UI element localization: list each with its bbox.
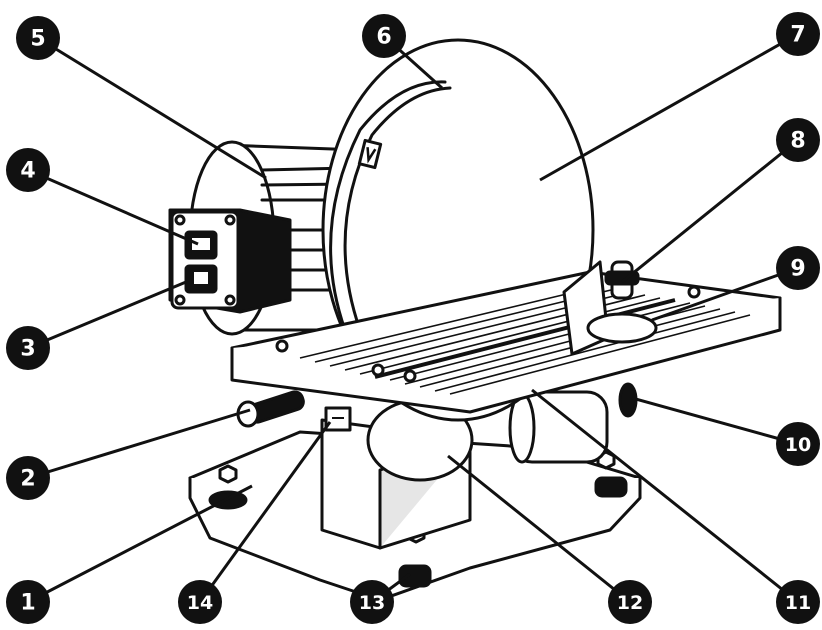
callout-5-label: 5: [30, 27, 45, 52]
right-lock-knob[interactable]: [618, 382, 638, 418]
table-lock-knob[interactable]: [236, 390, 305, 428]
tilt-scale: [324, 406, 352, 432]
callout-13-label: 13: [359, 592, 385, 614]
callout-7: 7: [776, 12, 820, 56]
callout-7-label: 7: [790, 23, 805, 48]
callout-3: 3: [6, 326, 50, 370]
leader-lines: [27, 32, 799, 604]
callout-4-label: 4: [20, 159, 35, 184]
switch-box: [168, 208, 292, 314]
callout-14-label: 14: [187, 592, 213, 614]
mounting-nut-left: [218, 464, 238, 484]
callout-2-label: 2: [20, 467, 35, 492]
callout-13: 13: [350, 580, 394, 624]
callout-11-label: 11: [785, 592, 811, 614]
callout-4: 4: [6, 148, 50, 192]
arrow-down-icon: [357, 138, 383, 170]
callout-1-label: 1: [20, 591, 35, 616]
callout-6: 6: [362, 14, 406, 58]
callout-8: 8: [776, 118, 820, 162]
miter-gauge-knob[interactable]: [604, 260, 640, 300]
callout-14: 14: [178, 580, 222, 624]
callout-10-label: 10: [785, 434, 811, 456]
callout-1: 1: [6, 580, 50, 624]
right-foot: [594, 476, 628, 498]
callout-9: 9: [776, 246, 820, 290]
front-foot: [398, 564, 432, 588]
callout-8-label: 8: [790, 129, 805, 154]
callout-2: 2: [6, 456, 50, 500]
callout-6-label: 6: [376, 25, 391, 50]
callout-11: 11: [776, 580, 820, 624]
table-ribs: [299, 285, 751, 395]
callout-9-label: 9: [790, 257, 805, 282]
callout-3-label: 3: [20, 337, 35, 362]
work-table: [230, 270, 782, 414]
on-switch[interactable]: [184, 230, 218, 260]
callout-5: 5: [16, 16, 60, 60]
off-switch[interactable]: [184, 264, 218, 294]
callout-12: 12: [608, 580, 652, 624]
callout-10: 10: [776, 422, 820, 466]
callout-12-label: 12: [617, 592, 643, 614]
miter-gauge[interactable]: [562, 260, 658, 356]
